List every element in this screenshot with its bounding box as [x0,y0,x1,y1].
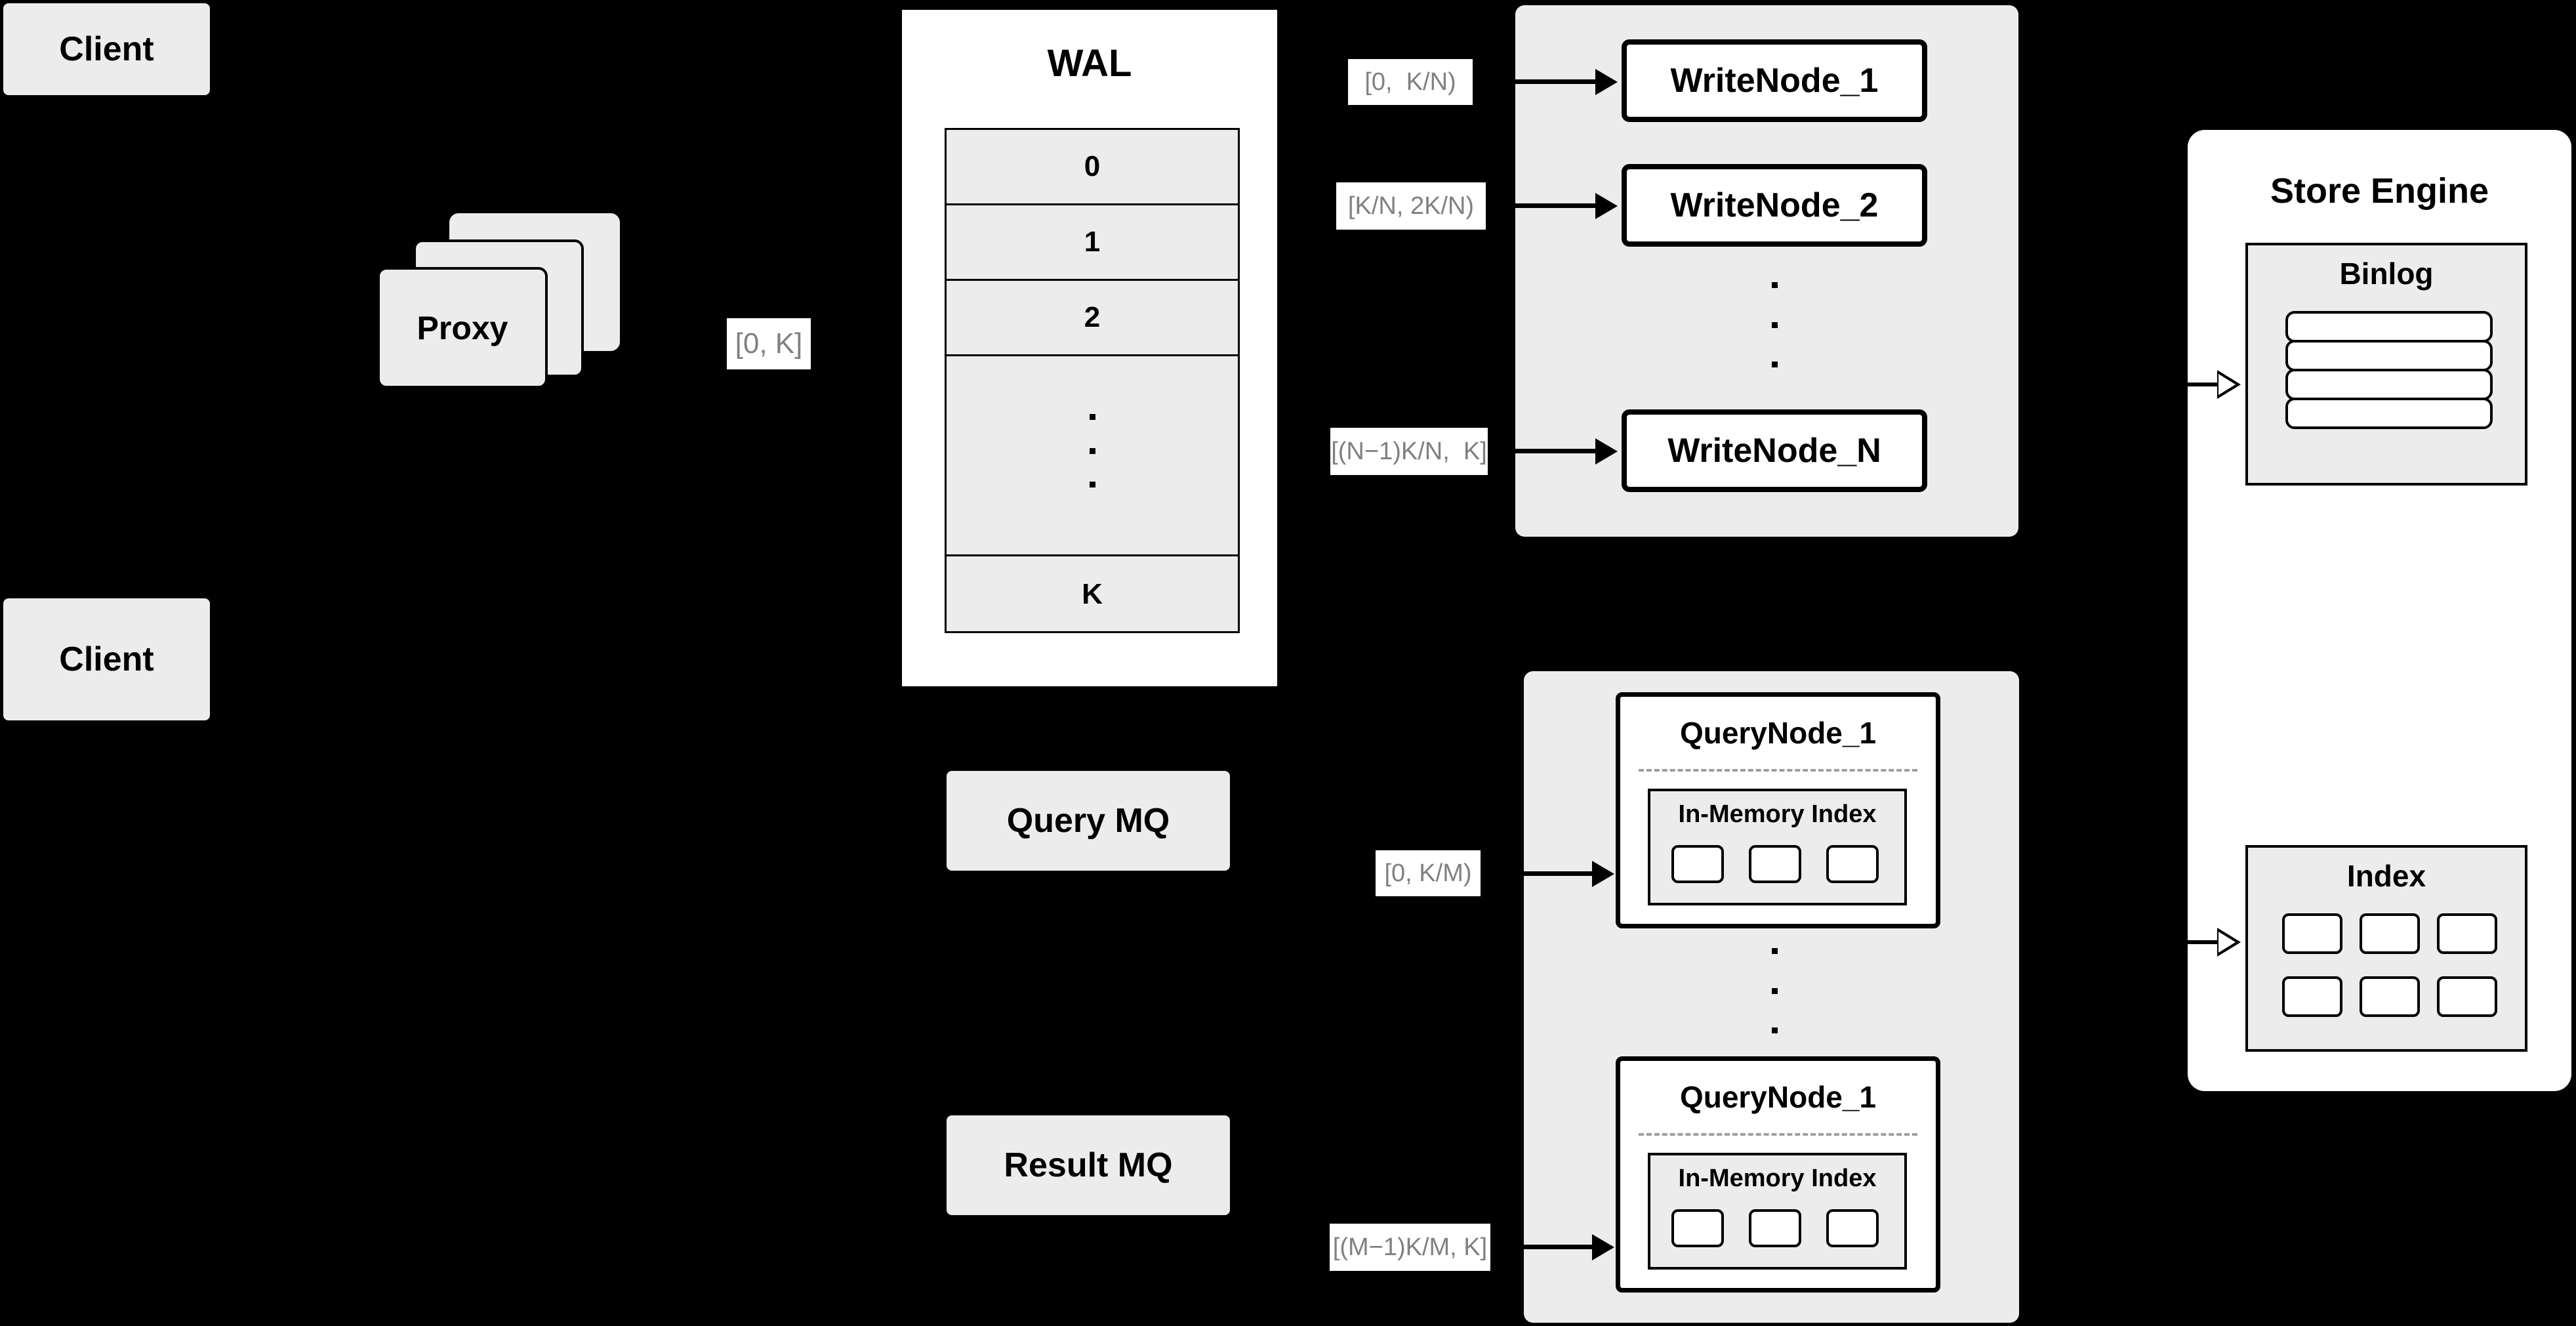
write-node-2-box[interactable]: WriteNode_2 [1622,164,1927,247]
query-node-1-range-label: [0, K/M) [1376,850,1481,896]
store-index-slot[interactable] [2437,913,2497,954]
query-node-1-memory-index: In-Memory Index [1648,789,1907,905]
query-mq-label: Query MQ [1006,802,1170,840]
write-node-2-range-label: [K/N, 2K/N) [1336,182,1486,230]
query-node-m-index-title: In-Memory Index [1678,1165,1877,1192]
query-node-m-memory-index: In-Memory Index [1648,1153,1907,1270]
store-index-box: Index [2245,845,2527,1052]
write-node-2-arrow-line [1512,203,1597,208]
binlog-arrow-line [2188,383,2219,386]
index-slot[interactable] [1671,1209,1724,1247]
store-index-arrow-line [2188,940,2219,944]
write-node-1-box[interactable]: WriteNode_1 [1622,39,1927,122]
query-node-1-arrow-head-icon [1592,861,1614,887]
proxy-label: Proxy [417,309,508,346]
query-node-m-separator [1639,1133,1917,1136]
write-node-n-range-label: [(N−1)K/N, K] [1330,428,1488,475]
wal-row: 0 [947,130,1238,205]
query-node-1-label: QueryNode_1 [1679,716,1877,750]
write-node-1-range-label: [0, K/N) [1348,59,1473,105]
index-slot[interactable] [1826,845,1879,883]
result-mq-box[interactable]: Result MQ [947,1115,1230,1215]
write-node-n-box[interactable]: WriteNode_N [1622,409,1927,492]
write-node-1-arrow-line [1512,79,1597,84]
write-node-1-label: WriteNode_1 [1670,62,1879,100]
wal-row: 1 [947,205,1238,281]
binlog-arrow-head-icon [2217,370,2241,399]
query-node-m-label: QueryNode_1 [1679,1080,1877,1114]
wal-row: 2 [947,281,1238,356]
binlog-entry[interactable] [2285,340,2493,371]
wal-row-ellipsis [947,356,1238,556]
binlog-box: Binlog [2245,243,2527,486]
write-node-n-label: WriteNode_N [1667,432,1881,470]
store-index-slot[interactable] [2282,913,2342,954]
client-box-2[interactable]: Client [3,598,210,720]
wal-row-list: 0 1 2 K [945,128,1240,633]
query-node-m-range-label: [(M−1)K/M, K] [1330,1224,1490,1271]
write-node-2-arrow-head-icon [1595,193,1618,219]
store-index-slot[interactable] [2437,976,2497,1017]
query-node-1-index-title: In-Memory Index [1678,800,1877,828]
store-index-slot[interactable] [2360,976,2420,1017]
result-mq-label: Result MQ [1004,1146,1173,1184]
store-index-title: Index [2346,859,2426,893]
binlog-entry[interactable] [2285,398,2493,429]
client-box-1[interactable]: Client [3,3,210,95]
index-slot[interactable] [1749,1209,1801,1247]
wal-vertical-dots-icon [1090,414,1095,487]
wal-panel: WAL 0 1 2 K [897,5,1282,691]
query-cluster-vertical-dots-icon [1771,948,1778,1033]
write-node-2-label: WriteNode_2 [1670,186,1879,224]
wal-title: WAL [1047,42,1132,85]
proxy-stack[interactable]: Proxy [377,213,653,430]
query-node-m-box[interactable]: QueryNode_1 In-Memory Index [1616,1056,1940,1293]
query-mq-box[interactable]: Query MQ [947,771,1230,871]
wal-row: K [1082,578,1103,610]
store-index-slot[interactable] [2282,976,2342,1017]
query-node-1-arrow-line [1522,871,1594,876]
index-slot[interactable] [1826,1209,1879,1247]
proxy-range-label: [0, K] [727,318,811,369]
client-label-2: Client [59,640,154,678]
index-slot[interactable] [1749,845,1801,883]
write-node-n-arrow-head-icon [1595,438,1618,465]
write-node-1-arrow-head-icon [1595,69,1618,95]
query-node-1-separator [1639,769,1917,772]
store-engine-panel: Store Engine Binlog Index [2188,130,2571,1091]
query-node-m-arrow-head-icon [1592,1234,1614,1260]
store-index-slot[interactable] [2360,913,2420,954]
binlog-entry[interactable] [2285,311,2493,342]
store-engine-title: Store Engine [2270,171,2489,211]
query-node-1-box[interactable]: QueryNode_1 In-Memory Index [1616,692,1940,928]
index-slot[interactable] [1671,845,1724,883]
write-node-n-arrow-line [1512,449,1597,453]
write-cluster-vertical-dots-icon [1771,282,1778,367]
binlog-entry[interactable] [2285,369,2493,400]
store-index-arrow-head-icon [2217,928,2241,957]
client-label-1: Client [59,30,154,68]
binlog-title: Binlog [2339,257,2434,291]
proxy-card-front[interactable]: Proxy [377,267,548,388]
query-node-m-arrow-line [1522,1245,1594,1249]
